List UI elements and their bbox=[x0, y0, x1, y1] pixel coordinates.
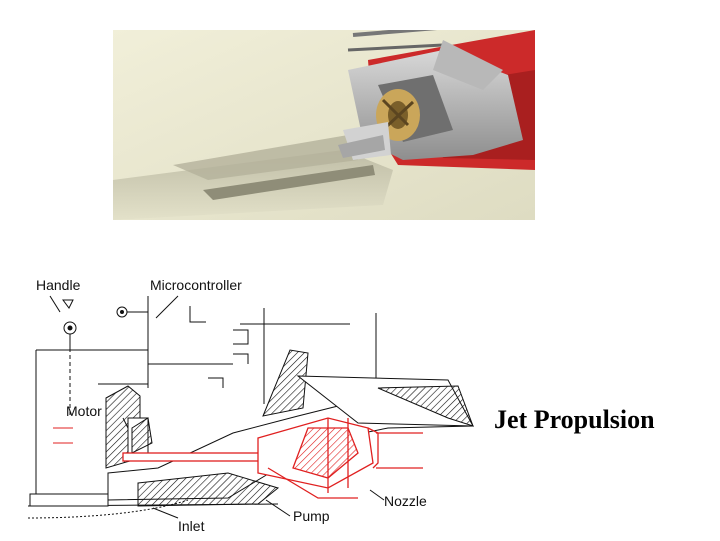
microcontroller-label: Microcontroller bbox=[150, 277, 242, 293]
inlet-label: Inlet bbox=[178, 518, 205, 534]
motor-label: Motor bbox=[66, 403, 102, 419]
jet-drive-render-image bbox=[113, 30, 535, 220]
pump-label: Pump bbox=[293, 508, 330, 524]
control-wiring bbox=[35, 296, 377, 498]
nozzle-label: Nozzle bbox=[384, 493, 427, 509]
pump-and-shaft bbox=[122, 417, 423, 499]
jet-drive-render bbox=[113, 30, 535, 220]
slide-title: Jet Propulsion bbox=[494, 405, 655, 434]
motor-assembly bbox=[53, 385, 153, 469]
jet-drive-schematic: Handle Microcontroller Motor Inlet Pump … bbox=[27, 268, 474, 536]
handle-label: Handle bbox=[36, 277, 81, 293]
